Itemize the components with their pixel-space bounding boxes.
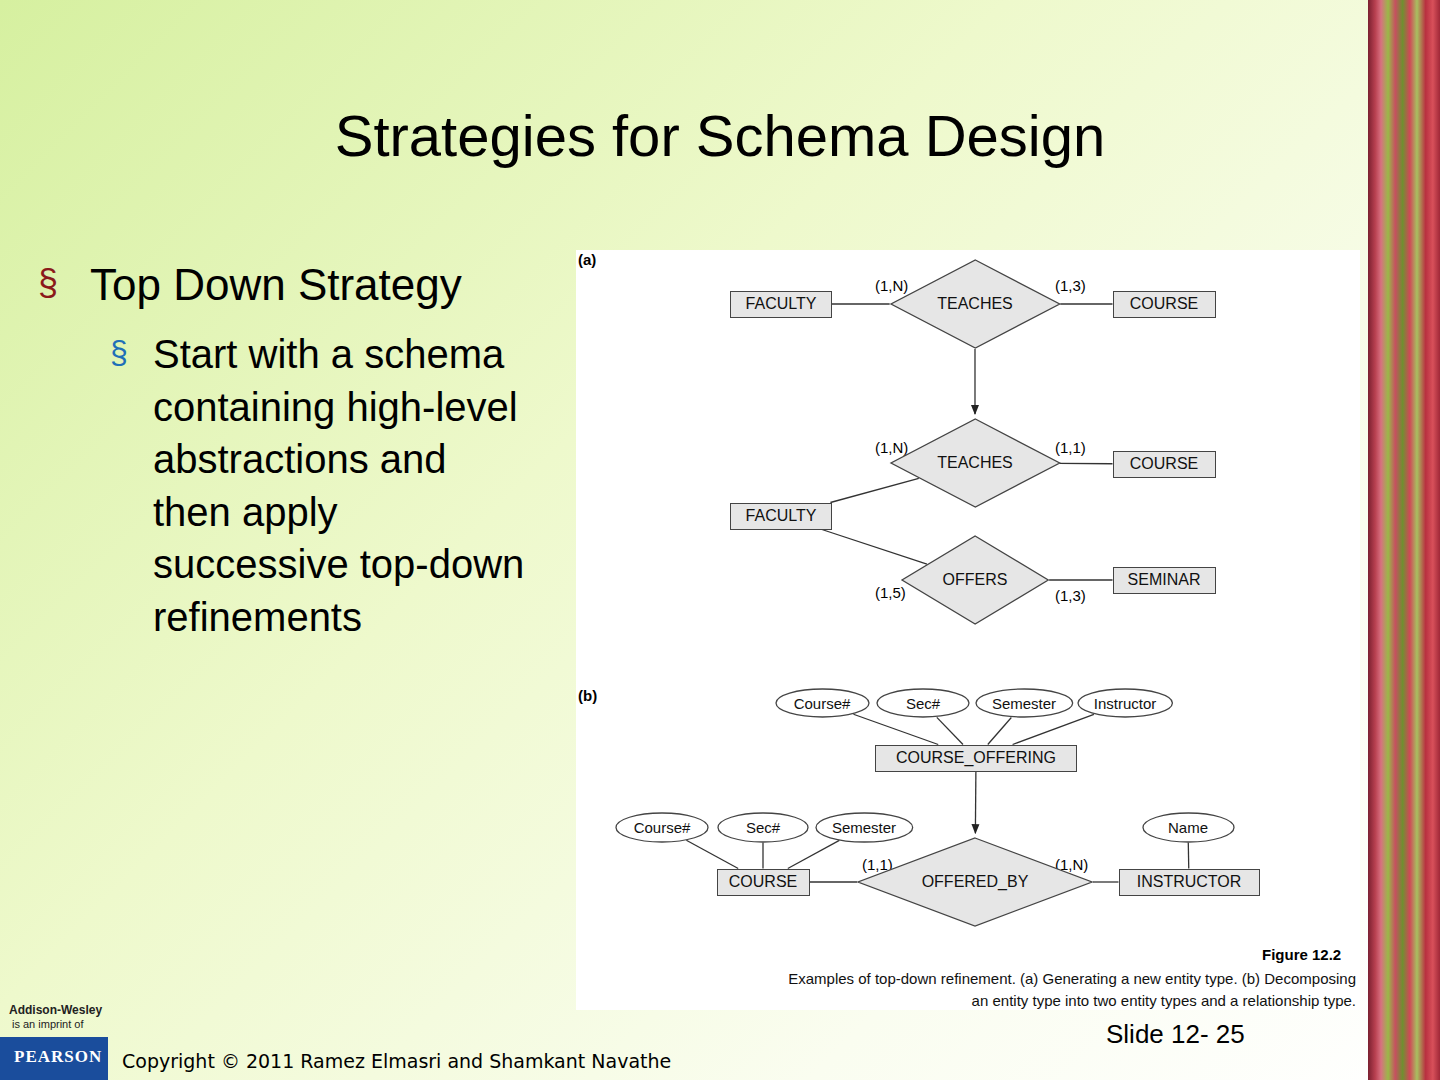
slide-title: Strategies for Schema Design bbox=[0, 102, 1440, 169]
attribute-ellipse: Sec# bbox=[717, 812, 809, 843]
entity-box: SEMINAR bbox=[1113, 567, 1216, 594]
entity-box: INSTRUCTOR bbox=[1119, 869, 1260, 896]
outline-shape bbox=[858, 838, 1092, 926]
node-label: TEACHES bbox=[937, 454, 1013, 472]
attribute-ellipse: Sec# bbox=[876, 688, 970, 718]
connector-line bbox=[853, 714, 938, 744]
node-label: FACULTY bbox=[746, 295, 817, 313]
node-label: Instructor bbox=[1094, 695, 1157, 712]
copyright-note: Copyright © 2011 Ramez Elmasri and Shamk… bbox=[122, 1050, 671, 1072]
node-label: Sec# bbox=[746, 819, 780, 836]
entity-box: COURSE_OFFERING bbox=[875, 745, 1077, 772]
node-label: Course# bbox=[794, 695, 851, 712]
refinement-arrow bbox=[975, 772, 977, 834]
panel-label: (b) bbox=[578, 687, 597, 704]
connector-line bbox=[810, 881, 857, 882]
outline-shape bbox=[877, 689, 969, 717]
publisher-logo-text: PEARSON bbox=[14, 1047, 102, 1067]
connector-line bbox=[1013, 714, 1094, 744]
cardinality: (1,5) bbox=[875, 584, 906, 601]
attribute-ellipse: Semester bbox=[815, 812, 914, 843]
node-label: INSTRUCTOR bbox=[1137, 873, 1242, 891]
outline-shape bbox=[902, 536, 1048, 624]
cardinality: (1,N) bbox=[875, 439, 908, 456]
attribute-ellipse: Course# bbox=[615, 812, 709, 843]
cardinality: (1,3) bbox=[1055, 277, 1086, 294]
connector-line bbox=[788, 840, 840, 868]
connector-line bbox=[1049, 579, 1112, 580]
publisher-note: is an imprint of bbox=[12, 1018, 84, 1030]
outline-shape bbox=[718, 813, 808, 842]
node-label: Semester bbox=[992, 695, 1056, 712]
connector-line bbox=[1059, 463, 1112, 465]
slide-number: Slide 12- 25 bbox=[1106, 1019, 1245, 1050]
node-label: Sec# bbox=[906, 695, 940, 712]
cardinality: (1,N) bbox=[875, 277, 908, 294]
node-label: FACULTY bbox=[746, 507, 817, 525]
panel-label: (a) bbox=[578, 251, 596, 268]
connector-line bbox=[686, 840, 738, 868]
connector-line bbox=[1093, 881, 1119, 882]
figure-caption: Examples of top-down refinement. (a) Gen… bbox=[776, 968, 1356, 1012]
connector-line bbox=[988, 717, 1012, 744]
attribute-ellipse: Course# bbox=[775, 688, 870, 718]
connector-line bbox=[1060, 303, 1112, 304]
outline-shape bbox=[816, 813, 913, 842]
entity-box: FACULTY bbox=[730, 291, 832, 318]
bullet-marker: § bbox=[110, 334, 128, 371]
refinement-arrow bbox=[974, 349, 975, 414]
relationship-diamond: TEACHES bbox=[890, 418, 1061, 508]
node-label: OFFERED_BY bbox=[922, 873, 1029, 891]
entity-box: FACULTY bbox=[730, 503, 832, 530]
figure-number: Figure 12.2 bbox=[1262, 946, 1341, 963]
outline-shape bbox=[616, 813, 708, 842]
node-label: TEACHES bbox=[937, 295, 1013, 313]
outline-shape bbox=[776, 689, 869, 717]
attribute-ellipse: Semester bbox=[975, 688, 1074, 718]
outline-shape bbox=[891, 260, 1060, 348]
node-label: Semester bbox=[832, 819, 896, 836]
node-label: COURSE bbox=[1130, 295, 1198, 313]
connector-line bbox=[937, 717, 963, 744]
entity-box: COURSE bbox=[717, 869, 810, 896]
outline-shape bbox=[976, 689, 1073, 717]
connector-line bbox=[830, 478, 918, 502]
outline-shape bbox=[1143, 813, 1234, 842]
cardinality: (1,3) bbox=[1055, 587, 1086, 604]
node-label: Name bbox=[1168, 819, 1208, 836]
node-label: SEMINAR bbox=[1128, 571, 1201, 589]
node-label: COURSE bbox=[729, 873, 797, 891]
publisher-name: Addison-Wesley bbox=[9, 1003, 102, 1017]
outline-shape bbox=[891, 419, 1060, 507]
entity-box: COURSE bbox=[1113, 451, 1216, 478]
bullet-text: Top Down Strategy bbox=[90, 260, 462, 310]
node-label: OFFERS bbox=[943, 571, 1008, 589]
outline-shape bbox=[1078, 689, 1172, 717]
node-label: Course# bbox=[634, 819, 691, 836]
entity-box: COURSE bbox=[1113, 291, 1216, 318]
connector-line bbox=[1188, 842, 1190, 868]
decorative-stripe bbox=[1368, 0, 1440, 1080]
cardinality: (1,1) bbox=[1055, 439, 1086, 456]
relationship-diamond: OFFERED_BY bbox=[857, 837, 1093, 927]
relationship-diamond: OFFERS bbox=[901, 535, 1049, 625]
attribute-ellipse: Instructor bbox=[1077, 688, 1173, 718]
node-label: COURSE_OFFERING bbox=[896, 749, 1056, 767]
connector-line bbox=[822, 530, 927, 565]
bullet-marker: § bbox=[38, 262, 58, 304]
attribute-ellipse: Name bbox=[1142, 812, 1235, 843]
sub-bullet-text: Start with a schema containing high-leve… bbox=[153, 328, 533, 643]
connector-line bbox=[762, 843, 763, 869]
node-label: COURSE bbox=[1130, 455, 1198, 473]
connector-line bbox=[832, 303, 890, 304]
relationship-diamond: TEACHES bbox=[890, 259, 1061, 349]
